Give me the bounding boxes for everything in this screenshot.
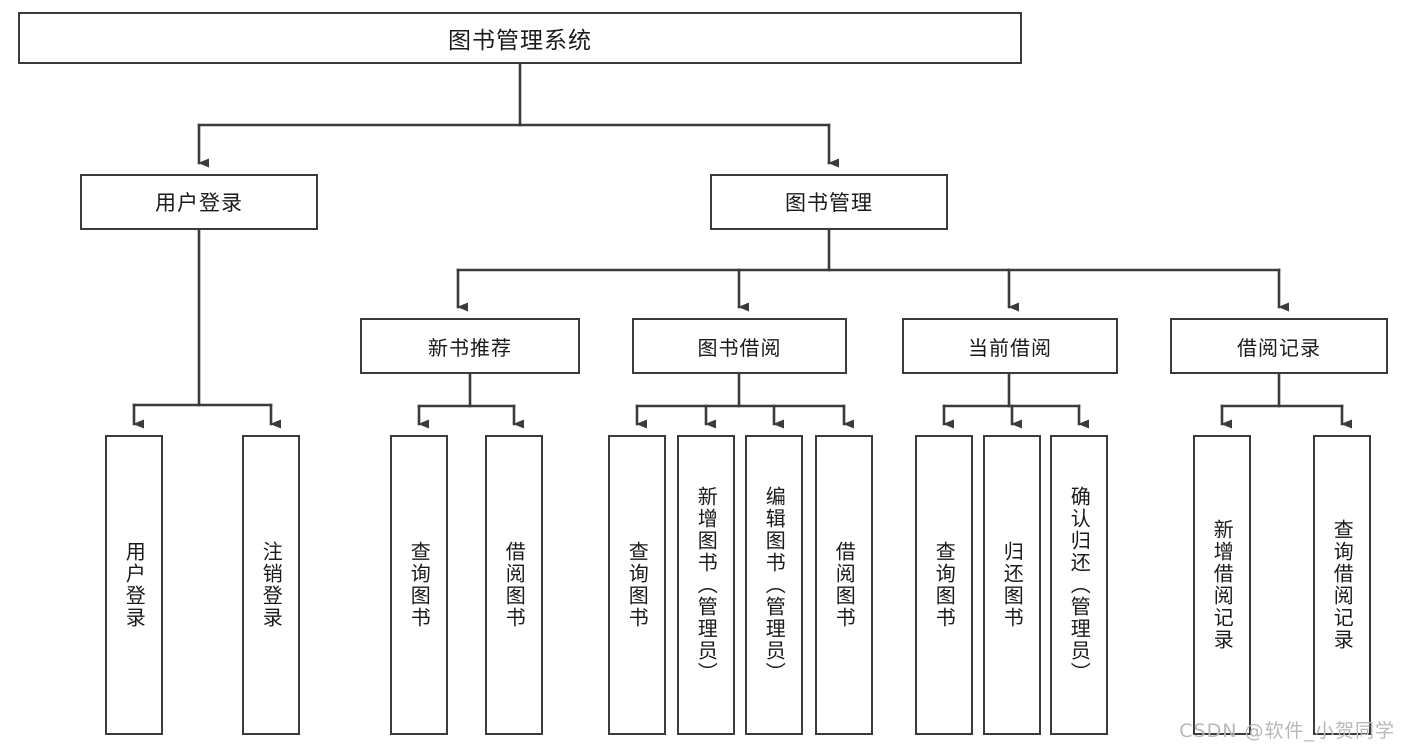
node-leaf-borrow-book-recommend[interactable]: 借阅图书 <box>485 435 543 735</box>
node-leaf-query-book-recommend-label: 查询图书 <box>407 541 432 629</box>
node-leaf-borrow-book-recommend-label: 借阅图书 <box>502 541 527 629</box>
node-leaf-query-book-borrow[interactable]: 查询图书 <box>608 435 666 735</box>
node-root-label: 图书管理系统 <box>448 28 592 54</box>
node-leaf-add-borrow-record[interactable]: 新增借阅记录 <box>1193 435 1251 735</box>
node-borrow-record[interactable]: 借阅记录 <box>1170 318 1388 374</box>
node-leaf-user-logout-label: 注销登录 <box>259 541 284 629</box>
node-new-book-recommend-label: 新书推荐 <box>428 335 512 360</box>
node-leaf-borrow-book-label: 借阅图书 <box>832 541 857 629</box>
node-current-borrow[interactable]: 当前借阅 <box>902 318 1118 374</box>
node-leaf-borrow-book[interactable]: 借阅图书 <box>815 435 873 735</box>
node-leaf-edit-book-admin-label: 编辑图书（管理员） <box>762 486 787 684</box>
node-leaf-user-login-label: 用户登录 <box>122 541 147 629</box>
node-leaf-query-borrow-record[interactable]: 查询借阅记录 <box>1313 435 1371 735</box>
node-book-borrow[interactable]: 图书借阅 <box>632 318 847 374</box>
node-book-manage[interactable]: 图书管理 <box>710 174 948 230</box>
node-leaf-confirm-return-admin-label: 确认归还（管理员） <box>1067 486 1092 684</box>
node-book-manage-label: 图书管理 <box>785 191 873 215</box>
node-leaf-user-logout[interactable]: 注销登录 <box>242 435 300 735</box>
node-leaf-return-book[interactable]: 归还图书 <box>983 435 1041 735</box>
node-root[interactable]: 图书管理系统 <box>18 12 1022 64</box>
node-user-login-label: 用户登录 <box>155 191 243 215</box>
node-leaf-user-login[interactable]: 用户登录 <box>105 435 163 735</box>
node-leaf-query-book-current[interactable]: 查询图书 <box>915 435 973 735</box>
node-leaf-return-book-label: 归还图书 <box>1000 541 1025 629</box>
node-leaf-query-book-borrow-label: 查询图书 <box>625 541 650 629</box>
node-user-login[interactable]: 用户登录 <box>80 174 318 230</box>
node-leaf-query-book-current-label: 查询图书 <box>932 541 957 629</box>
node-leaf-add-book-admin-label: 新增图书（管理员） <box>694 486 719 684</box>
csdn-watermark: CSDN @软件_小贺同学 <box>1179 720 1395 742</box>
node-leaf-query-book-recommend[interactable]: 查询图书 <box>390 435 448 735</box>
node-new-book-recommend[interactable]: 新书推荐 <box>360 318 580 374</box>
node-leaf-confirm-return-admin[interactable]: 确认归还（管理员） <box>1050 435 1108 735</box>
node-book-borrow-label: 图书借阅 <box>697 335 782 360</box>
node-leaf-add-book-admin[interactable]: 新增图书（管理员） <box>677 435 735 735</box>
node-leaf-query-borrow-record-label: 查询借阅记录 <box>1330 519 1355 651</box>
node-leaf-edit-book-admin[interactable]: 编辑图书（管理员） <box>745 435 803 735</box>
node-borrow-record-label: 借阅记录 <box>1237 335 1321 360</box>
node-current-borrow-label: 当前借阅 <box>968 335 1052 360</box>
node-leaf-add-borrow-record-label: 新增借阅记录 <box>1210 519 1235 651</box>
